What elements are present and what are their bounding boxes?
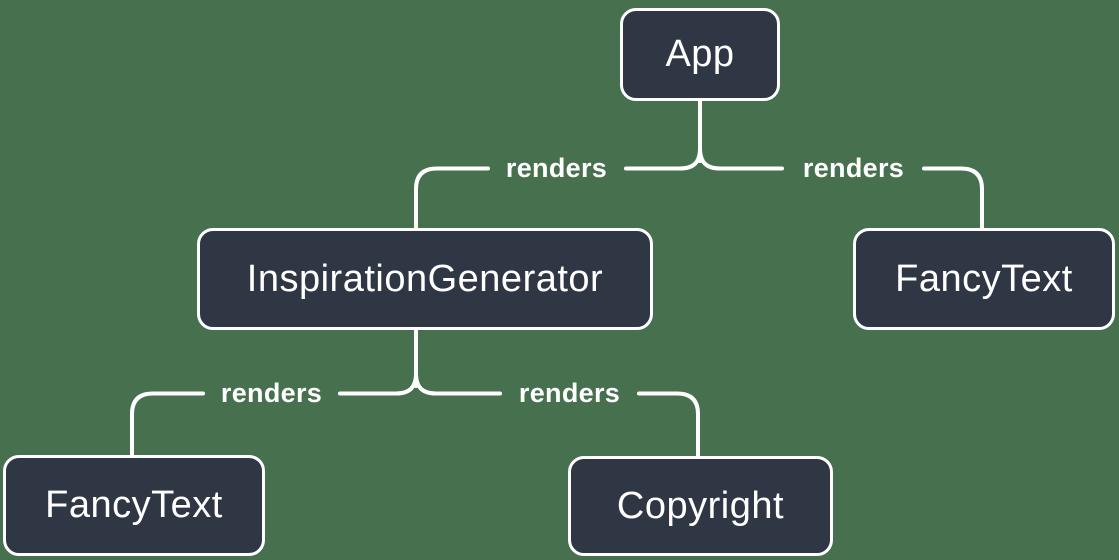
- edge-label-app-to-fancy-text: renders: [802, 153, 905, 183]
- connector-app-branch-right: [698, 146, 784, 171]
- connector-copyright-drop: [637, 391, 700, 458]
- node-copyright-label: Copyright: [616, 484, 785, 527]
- edge-label-inspiration-generator-to-fancy-text: renders: [220, 378, 323, 408]
- connector-app-branch-left: [624, 146, 702, 171]
- edge-label-app-to-inspiration-generator: renders: [505, 153, 608, 183]
- connector-fancy-text-right-drop: [922, 166, 984, 231]
- node-inspiration-generator: InspirationGenerator: [197, 228, 653, 330]
- node-fancy-text-right: FancyText: [853, 228, 1115, 330]
- connector-inspiration-generator-drop: [414, 166, 490, 231]
- node-fancy-text-left: FancyText: [3, 455, 265, 556]
- node-fancy-text-right-label: FancyText: [895, 257, 1073, 300]
- node-app: App: [620, 8, 780, 101]
- connector-inspiration-generator-branch-left: [338, 371, 418, 396]
- node-fancy-text-left-label: FancyText: [45, 484, 223, 526]
- node-inspiration-generator-label: InspirationGenerator: [246, 257, 604, 300]
- edge-label-inspiration-generator-to-copyright: renders: [518, 378, 621, 408]
- connector-fancy-text-left-drop: [130, 391, 205, 458]
- connector-inspiration-generator-branch-right: [414, 371, 502, 396]
- node-app-label: App: [665, 33, 735, 75]
- node-copyright: Copyright: [568, 456, 833, 556]
